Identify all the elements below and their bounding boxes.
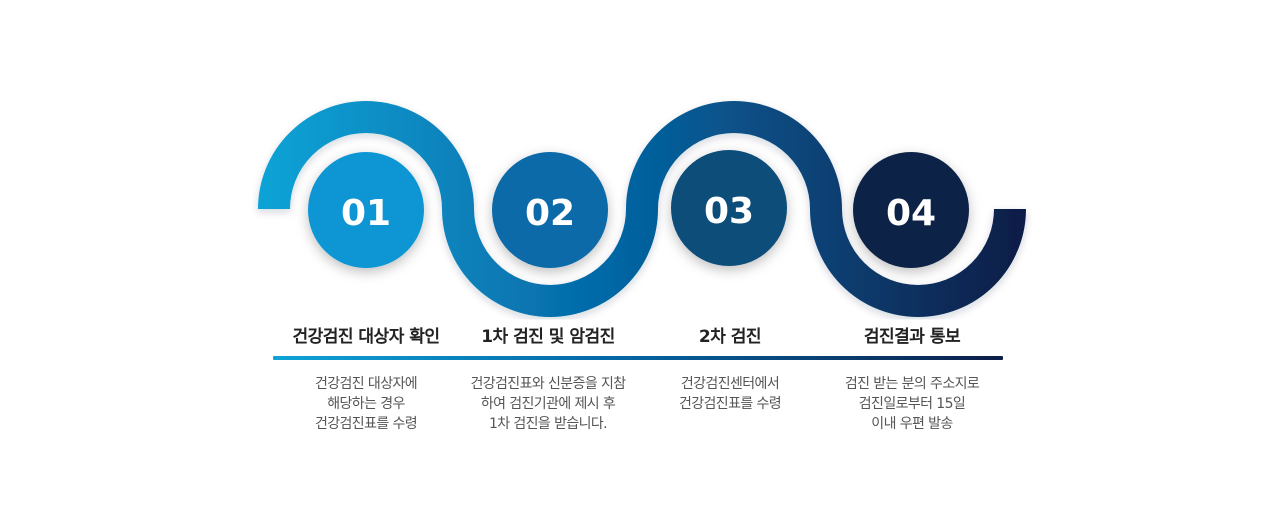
step-description-02-line-3: 1차 검진을 받습니다. — [488, 416, 608, 432]
step-description-02-line-2: 하여 검진기관에 제시 후 — [480, 396, 616, 412]
step-description-01: 건강검진 대상자에 해당하는 경우 건강검진표를 수령 — [266, 374, 466, 434]
step-description-04-line-3: 이내 우편 발송 — [871, 416, 953, 432]
step-description-03: 건강검진센터에서 건강검진표를 수령 — [630, 374, 830, 414]
step-description-03-line-1: 건강검진센터에서 — [680, 376, 780, 392]
step-circle-02: 02 — [492, 152, 608, 268]
step-description-03-line-2: 건강검진표를 수령 — [678, 396, 782, 412]
step-description-02: 건강검진표와 신분증을 지참 하여 검진기관에 제시 후 1차 검진을 받습니다… — [448, 374, 648, 434]
step-title-03: 2차 검진 — [698, 327, 762, 347]
step-number-01: 01 — [341, 193, 391, 234]
step-description-04-line-1: 검진 받는 분의 주소지로 — [844, 376, 980, 392]
step-number-04: 04 — [886, 193, 936, 234]
step-circle-01: 01 — [308, 152, 424, 268]
step-description-01-line-2: 해당하는 경우 — [327, 396, 405, 412]
step-number-02: 02 — [525, 193, 575, 234]
step-description-04-line-2: 검진일로부터 15일 — [858, 396, 966, 412]
wave-ribbon — [258, 101, 1026, 317]
step-description-02-line-1: 건강검진표와 신분증을 지참 — [470, 376, 626, 392]
step-circle-03: 03 — [671, 150, 787, 266]
step-circle-04: 04 — [853, 152, 969, 268]
step-divider-line — [273, 356, 1003, 360]
step-circle-02-fill — [492, 152, 608, 268]
step-description-04: 검진 받는 분의 주소지로 검진일로부터 15일 이내 우편 발송 — [812, 374, 1012, 434]
step-title-04: 검진결과 통보 — [863, 327, 961, 347]
step-title-01: 건강검진 대상자 확인 — [292, 327, 440, 347]
step-circle-03-fill — [671, 150, 787, 266]
step-circle-01-fill — [308, 152, 424, 268]
step-title-02: 1차 검진 및 암검진 — [481, 327, 615, 347]
step-description-01-line-3: 건강검진표를 수령 — [314, 416, 418, 432]
step-number-03: 03 — [704, 191, 754, 232]
step-description-01-line-1: 건강검진 대상자에 — [314, 376, 418, 392]
step-circle-04-fill — [853, 152, 969, 268]
